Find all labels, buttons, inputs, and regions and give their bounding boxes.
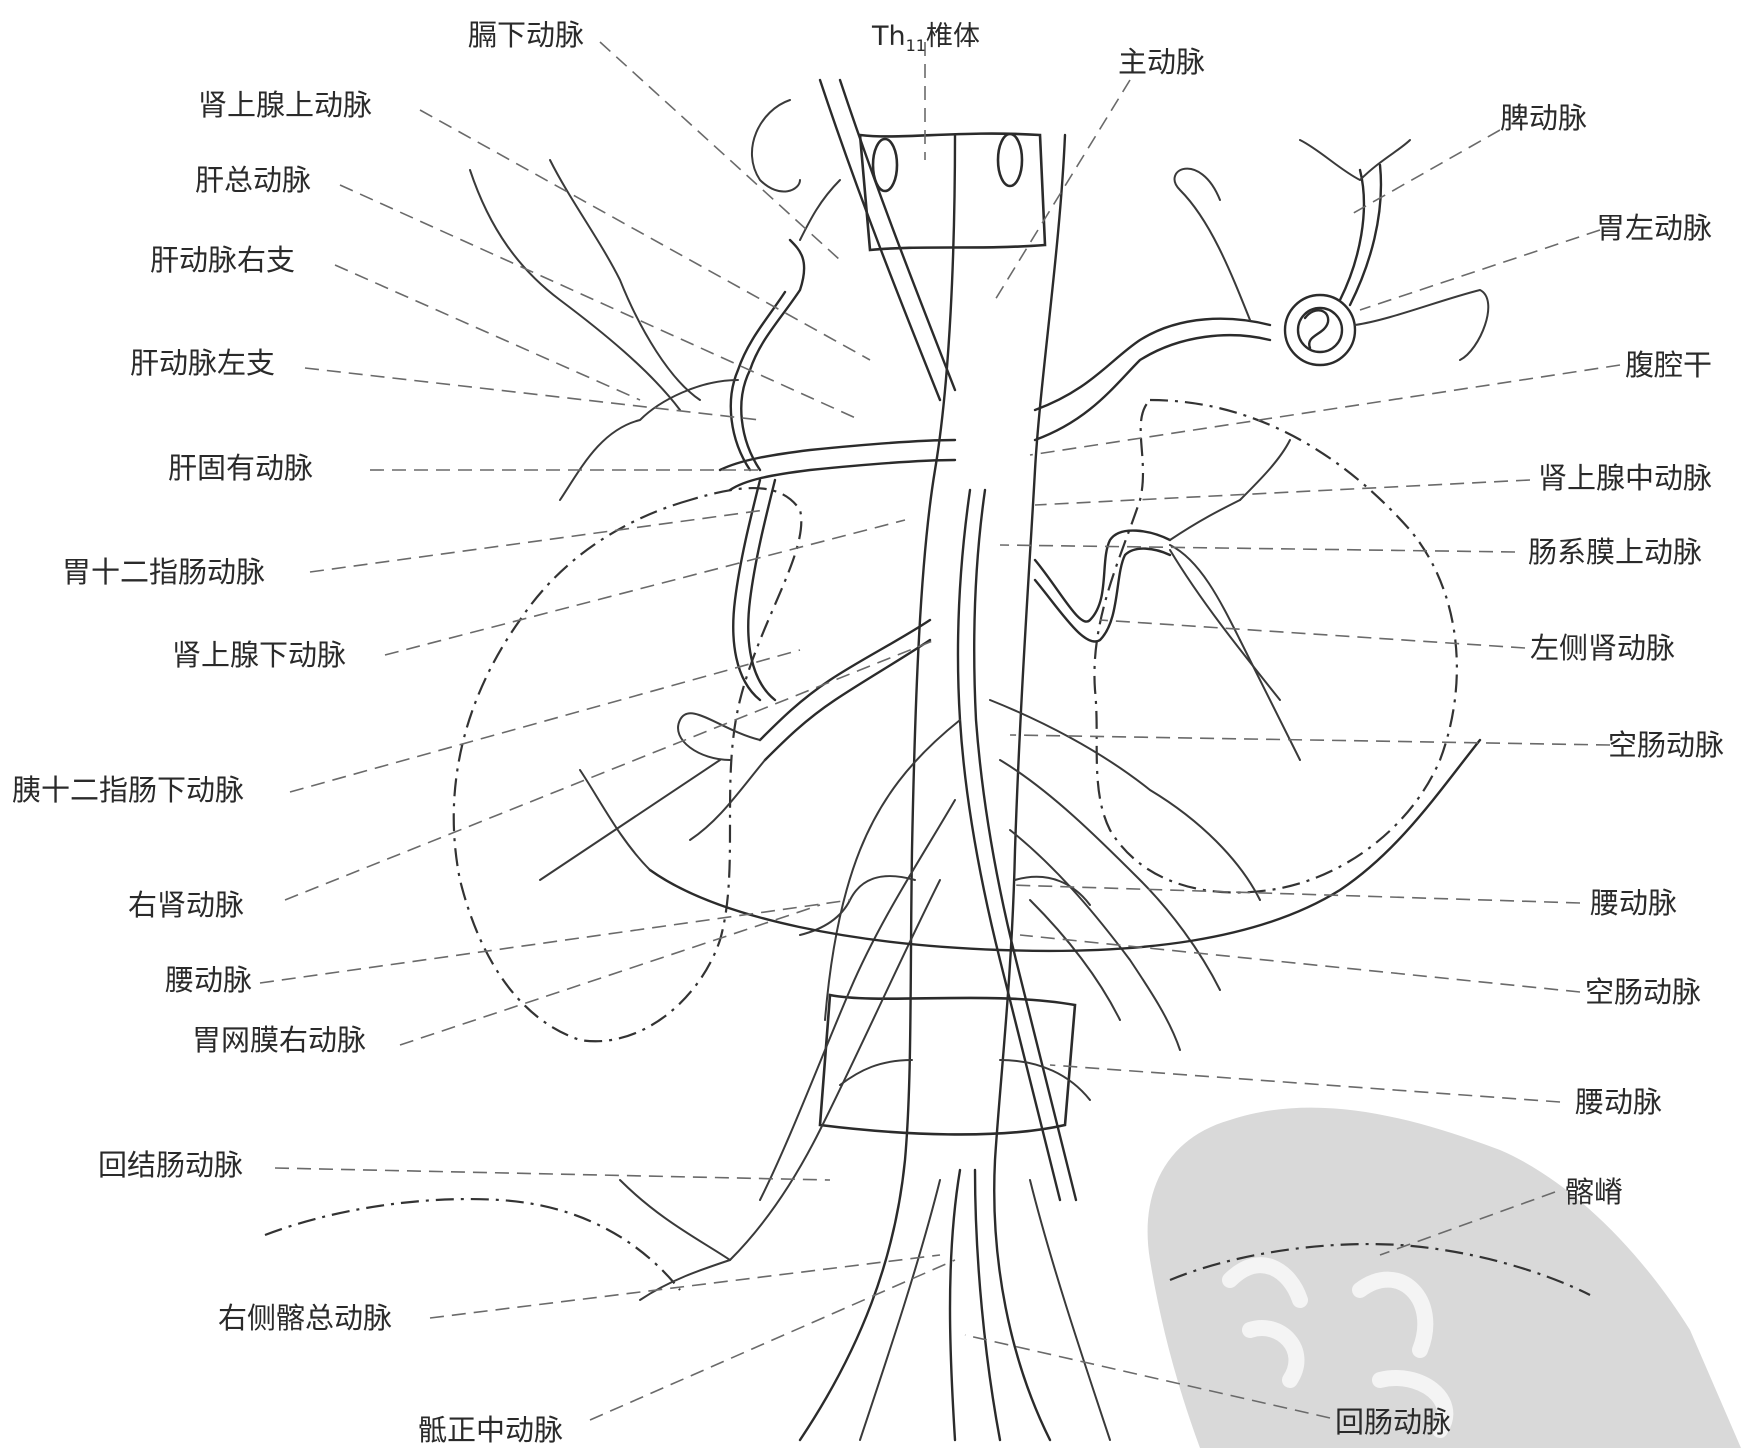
label-lumbar-artery-right-lower: 腰动脉 (1575, 1085, 1662, 1119)
label-th11-vertebra: Th11椎体 (871, 21, 980, 55)
label-iliac-crest: 髂嵴 (1565, 1175, 1623, 1209)
label-gastroduodenal-artery: 胃十二指肠动脉 (62, 555, 265, 589)
gastroepiploic (580, 740, 1480, 951)
label-left-gastric-artery: 胃左动脉 (1596, 211, 1712, 245)
label-proper-hepatic-artery: 肝固有动脉 (168, 451, 313, 485)
label-superior-mesenteric-artery: 肠系膜上动脉 (1528, 535, 1702, 569)
leader-lines-left (260, 42, 955, 1420)
label-right-hepatic-branch: 肝动脉右支 (150, 243, 295, 277)
label-lumbar-artery-left: 腰动脉 (165, 963, 252, 997)
label-aorta: 主动脉 (1118, 45, 1205, 79)
left-outline (1094, 400, 1456, 893)
label-superior-suprarenal-artery: 肾上腺上动脉 (198, 88, 372, 122)
vertebrae (820, 134, 1075, 1135)
label-common-hepatic-artery: 肝总动脉 (195, 163, 311, 197)
label-left-hepatic-branch: 肝动脉左支 (130, 346, 275, 380)
label-lumbar-artery-right-upper: 腰动脉 (1590, 886, 1677, 920)
label-ileal-artery: 回肠动脉 (1335, 1405, 1451, 1439)
label-jejunal-artery-lower: 空肠动脉 (1585, 975, 1701, 1009)
iliac-arteries (860, 1180, 1110, 1440)
label-right-common-iliac-artery: 右侧髂总动脉 (218, 1301, 392, 1335)
iliac-crest-left (265, 1199, 680, 1290)
label-celiac-trunk: 腹腔干 (1625, 348, 1712, 382)
label-right-renal-artery: 右肾动脉 (128, 888, 244, 922)
label-middle-suprarenal-artery: 肾上腺中动脉 (1538, 461, 1712, 495)
label-splenic-artery: 脾动脉 (1500, 101, 1587, 135)
label-inferior-suprarenal-artery: 肾上腺下动脉 (172, 638, 346, 672)
label-right-gastroepiploic-artery: 胃网膜右动脉 (192, 1023, 366, 1057)
label-left-renal-artery: 左侧肾动脉 (1530, 631, 1675, 665)
label-inferior-phrenic-artery: 膈下动脉 (468, 18, 584, 52)
label-ileocolic-artery: 回结肠动脉 (98, 1148, 243, 1182)
label-inferior-pancreaticoduodenal-artery: 胰十二指肠下动脉 (12, 773, 244, 807)
label-jejunal-artery-upper: 空肠动脉 (1608, 728, 1724, 762)
right-outline (454, 488, 802, 1041)
label-median-sacral-artery: 骶正中动脉 (418, 1413, 563, 1447)
aorta (800, 80, 1065, 1440)
